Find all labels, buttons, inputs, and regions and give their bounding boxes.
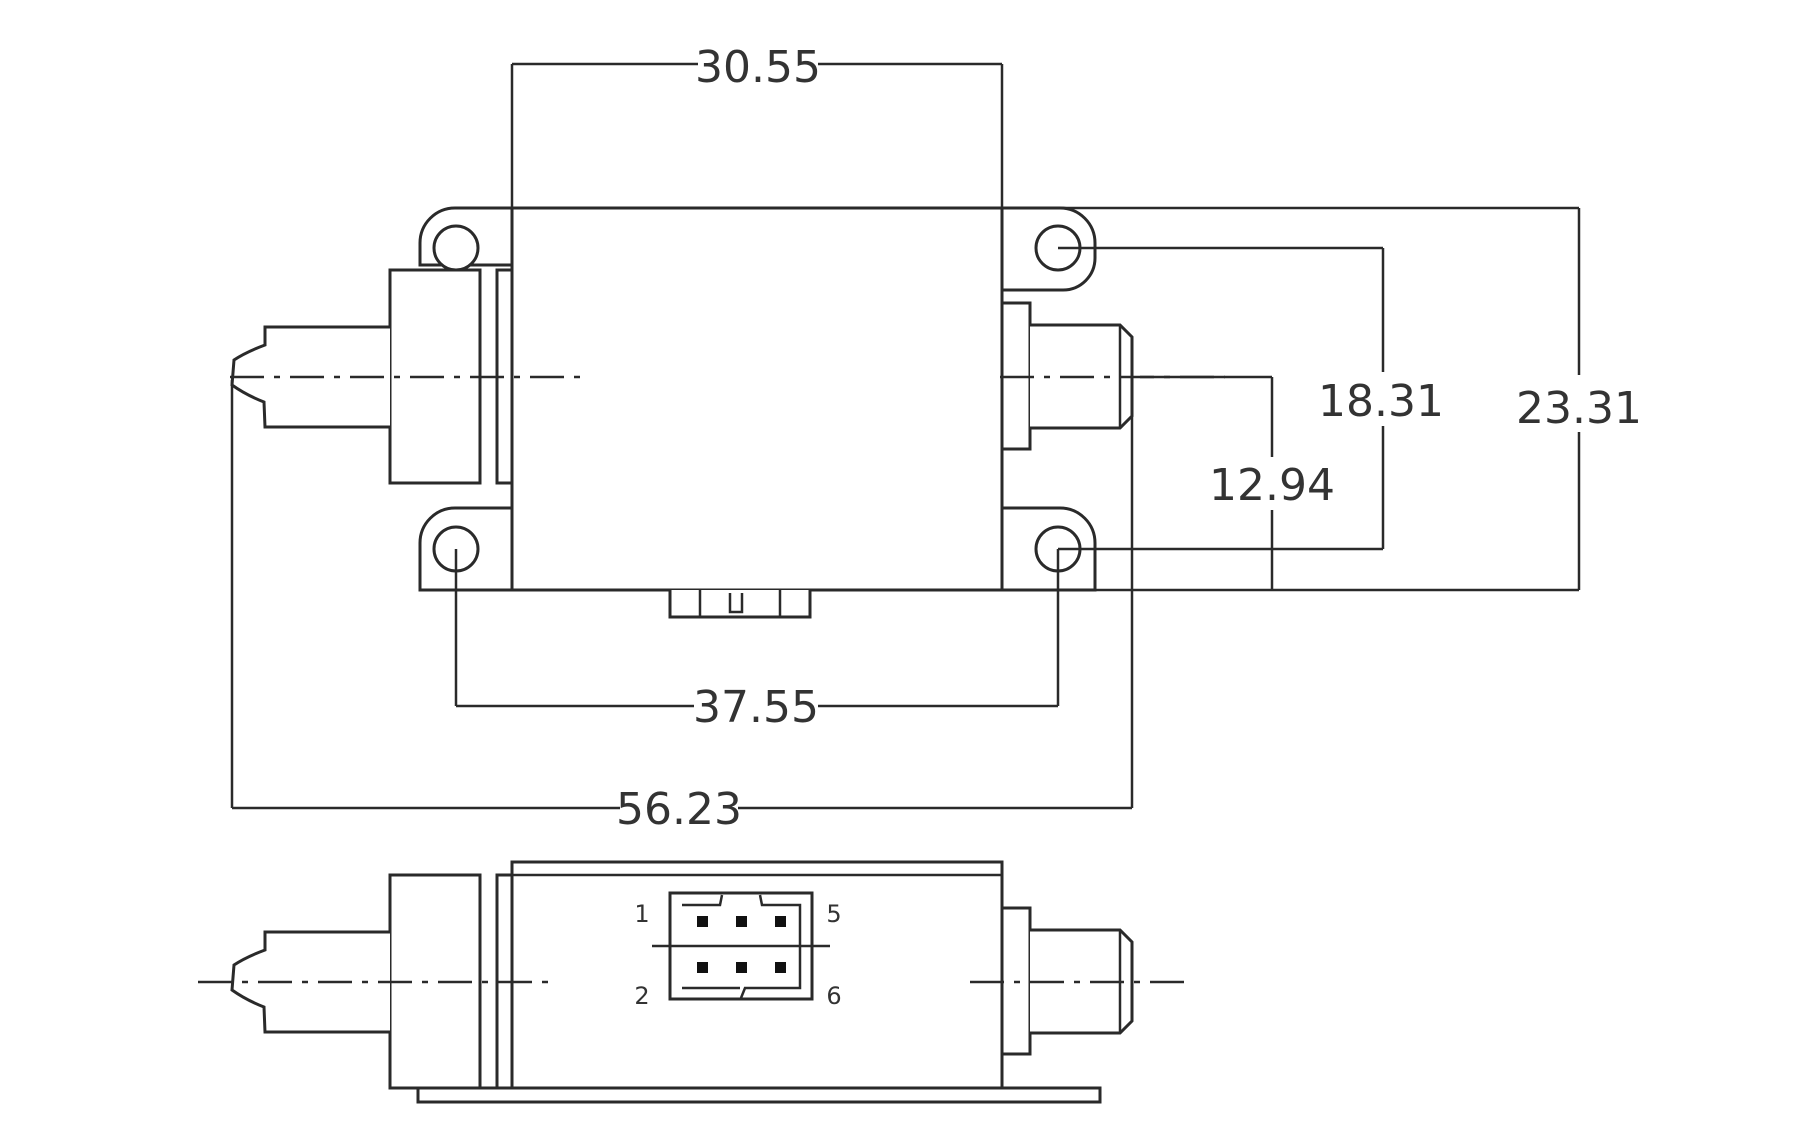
housing-body xyxy=(510,206,1004,592)
mount-hole-top-left xyxy=(432,224,480,272)
dim-width-holes: 37.55 xyxy=(693,682,819,733)
dim-overall-height: 23.31 xyxy=(1516,383,1642,434)
pin-label-6: 6 xyxy=(826,982,841,1010)
connector-tab xyxy=(668,588,812,619)
pin-1 xyxy=(697,916,708,927)
pin-6 xyxy=(775,962,786,973)
pin-2 xyxy=(697,962,708,973)
pin-4 xyxy=(736,962,747,973)
connector-latch xyxy=(728,593,744,614)
top-view xyxy=(230,206,1225,619)
pin-label-2: 2 xyxy=(634,982,649,1010)
dim-overall-length: 56.23 xyxy=(616,784,742,835)
base-plate xyxy=(416,1086,1102,1104)
side-right-stub xyxy=(1028,928,1134,1035)
side-left-ferrule xyxy=(230,930,392,1034)
dim-width-top: 30.55 xyxy=(695,42,821,93)
pin-label-5: 5 xyxy=(826,900,841,928)
pin-5 xyxy=(775,916,786,927)
dimensions: 30.55 37.55 56.23 18.31 23.31 12.94 xyxy=(230,42,1642,835)
dim-axis-offset: 12.94 xyxy=(1209,460,1335,511)
pin-3 xyxy=(736,916,747,927)
six-pin-connector: 1 2 5 6 xyxy=(634,891,842,1010)
side-view: 1 2 5 6 xyxy=(198,860,1192,1104)
pin-label-1: 1 xyxy=(634,900,649,928)
dim-hole-spacing-v: 18.31 xyxy=(1318,376,1444,427)
